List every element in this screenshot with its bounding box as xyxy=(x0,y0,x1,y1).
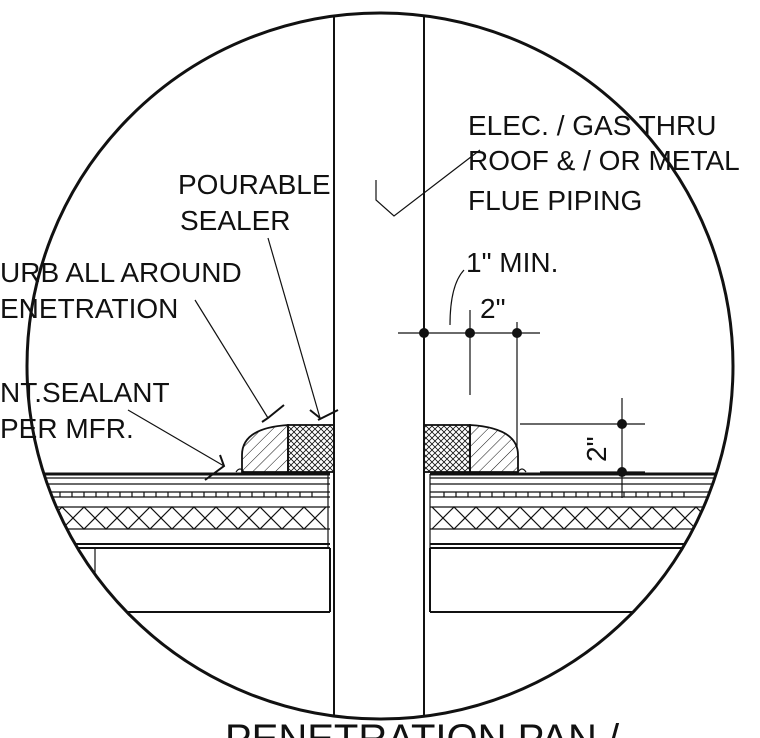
roof-layers-left xyxy=(27,472,331,613)
fillet-right xyxy=(517,468,527,473)
leader-lines xyxy=(127,149,481,481)
label-elec-line1: ELEC. / GAS THRU xyxy=(468,110,716,141)
label-curb-line2: ENETRATION xyxy=(0,293,178,324)
curb-left xyxy=(241,424,335,473)
label-sealant-line2: PER MFR. xyxy=(0,413,134,444)
detail-circle xyxy=(25,11,735,721)
fillet-left xyxy=(235,468,245,473)
label-curb-line1: URB ALL AROUND xyxy=(0,257,242,288)
dimension-horizontal xyxy=(398,269,540,448)
label-elec-line3: FLUE PIPING xyxy=(468,185,642,216)
label-elec-line2: ROOF & / OR METAL xyxy=(468,145,740,176)
label-sealant-line1: NT.SEALANT xyxy=(0,377,170,408)
label-pourable-line2: SEALER xyxy=(180,205,291,236)
label-1in-min: 1" MIN. xyxy=(466,247,558,278)
label-2in-horizontal: 2" xyxy=(480,293,506,324)
label-bottom-title: PENETRATION PAN / xyxy=(225,717,620,738)
label-2in-vertical: 2" xyxy=(581,436,612,462)
curb-right xyxy=(423,424,519,473)
roof-layers-right xyxy=(429,472,733,613)
label-pourable-line1: POURABLE xyxy=(178,169,331,200)
dimension-vertical xyxy=(520,398,645,498)
